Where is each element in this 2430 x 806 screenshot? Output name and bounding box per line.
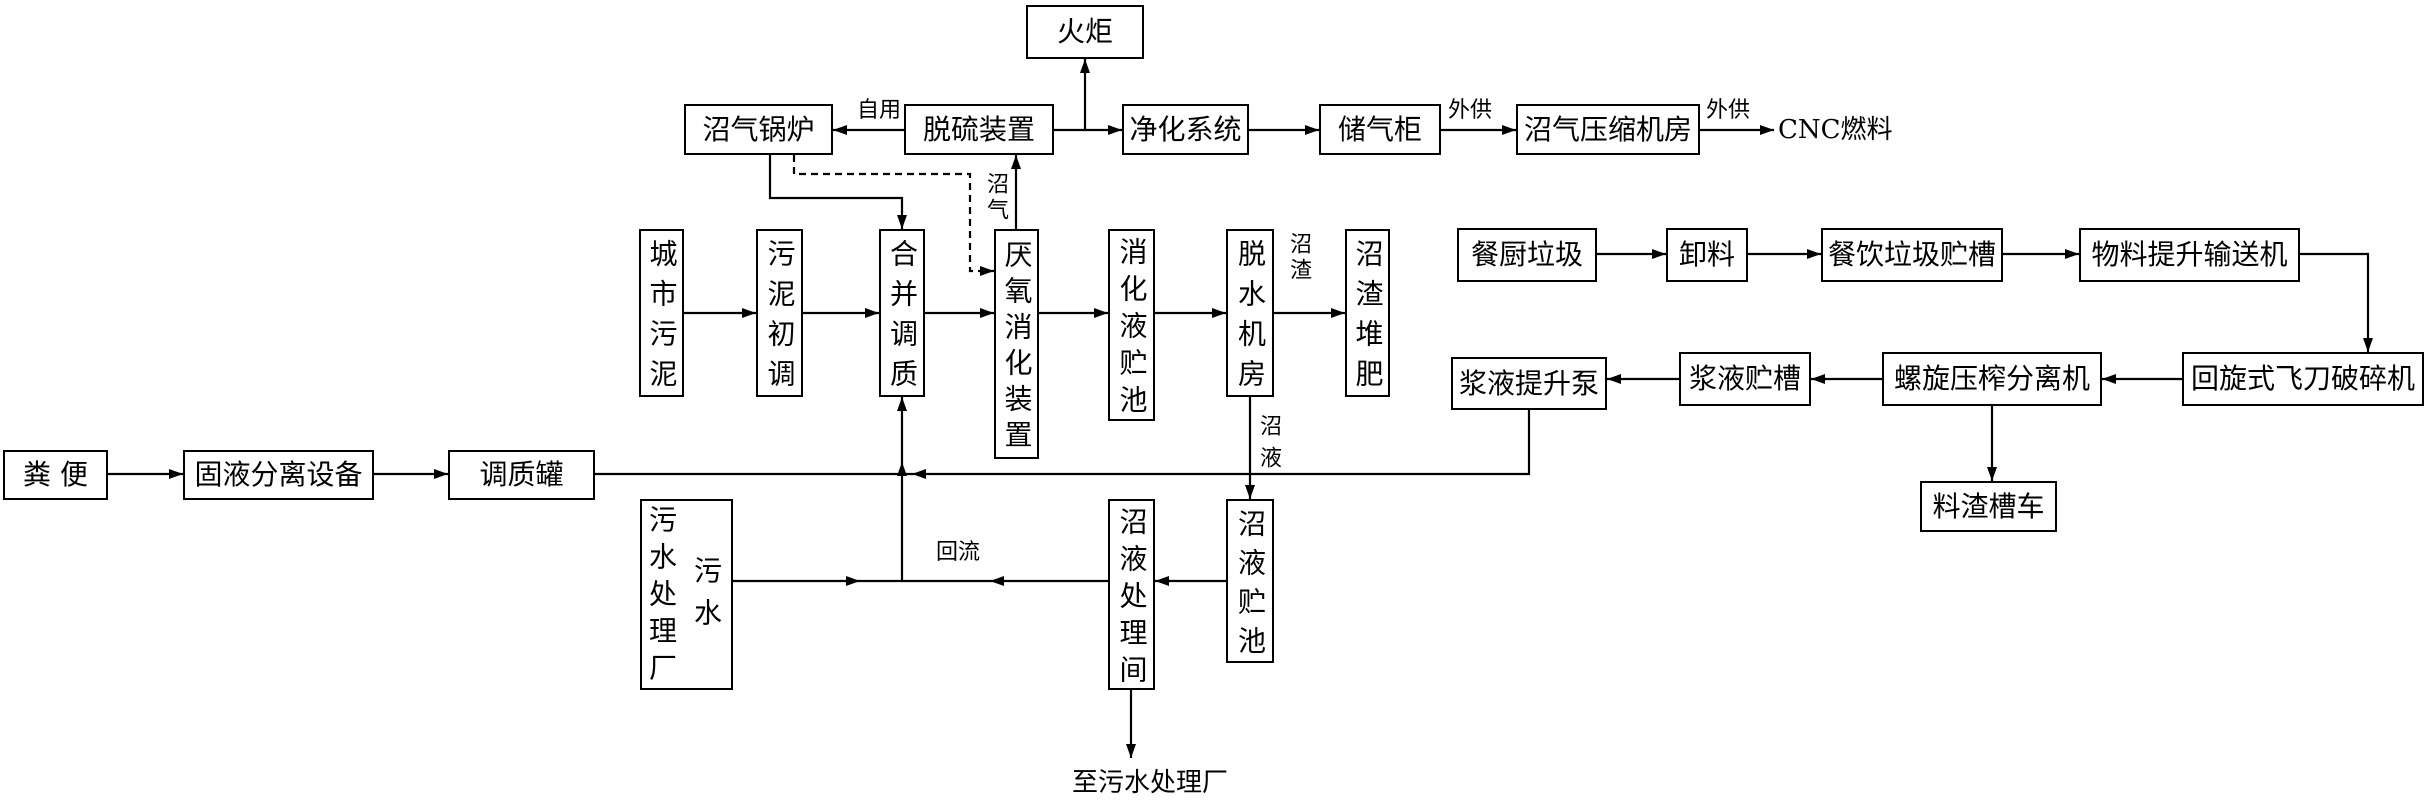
arrowhead-riser-up [897,462,907,476]
node-dewatering-room-label: 脱水机房 [1234,239,1267,399]
node-residue-compost-label: 沼渣堆肥 [1351,239,1385,399]
node-residue-truck-label: 料渣槽车 [1932,489,2045,523]
node-anaerobic-digester: 厌氧消化装置 [994,229,1039,459]
node-sludge-preconditioning: 污泥初调 [756,229,803,399]
node-pulp-tank-label: 浆液贮槽 [1688,362,1801,395]
edge-label-self-use: 自用 [857,98,902,123]
node-biogas-boiler-label: 沼气锅炉 [702,112,815,146]
node-solid-liquid-separator: 固液分离设备 [183,450,374,500]
edge-label-biogas-residue: 沼渣 [1286,232,1311,284]
node-wastewater-plant: 污水处理厂 污水 [640,499,733,690]
arrowhead-reflux-left [990,576,1004,586]
arrowhead-wastewater-right [846,576,860,586]
node-unloading-label: 卸料 [1678,238,1735,271]
node-pulp-tank: 浆液贮槽 [1679,352,1811,406]
node-residue-compost: 沼渣堆肥 [1345,229,1390,399]
node-compressor-room-label: 沼气压缩机房 [1523,112,1692,146]
node-slurry-storage: 沼液贮池 [1226,499,1274,665]
node-anaerobic-digester-label: 厌氧消化装置 [1000,240,1034,456]
node-gas-holder-label: 储气柜 [1337,112,1422,146]
edge-boiler-to-digester-dashed [792,155,994,276]
arrowhead-header-left [912,469,926,479]
node-municipal-sludge-label: 城市污泥 [645,239,679,399]
node-wastewater-plant-inner-label: 污水 [690,556,723,640]
node-food-waste-tank: 餐饮垃圾贮槽 [1821,228,2003,282]
edge-label-biogas: 沼气 [983,172,1008,224]
node-compressor-room: 沼气压缩机房 [1516,104,1700,155]
node-gas-holder: 储气柜 [1319,104,1441,155]
node-food-waste-tank-label: 餐饮垃圾贮槽 [1827,238,1996,271]
node-cng-fuel: CNC燃料 [1778,115,1893,145]
edge-conveyor-to-crusher [2300,252,2373,352]
node-feces-label: 粪 便 [23,458,88,491]
edge-label-external-supply-2: 外供 [1706,98,1751,123]
node-digestate-tank-label: 消化液贮池 [1115,237,1149,422]
node-combined-conditioning-label: 合并调质 [886,239,919,399]
node-desulfurizer: 脱硫装置 [904,104,1054,155]
node-screw-press-label: 螺旋压榨分离机 [1893,362,2090,395]
node-digestate-tank: 消化液贮池 [1108,229,1155,422]
node-lift-conveyor: 物料提升输送机 [2079,228,2300,282]
node-biogas-boiler: 沼气锅炉 [684,104,833,155]
node-conditioning-tank-label: 调质罐 [479,458,564,491]
node-slurry-storage-label: 沼液贮池 [1234,508,1267,665]
node-purification: 净化系统 [1122,104,1249,155]
node-municipal-sludge: 城市污泥 [639,229,684,399]
node-kitchen-waste-label: 餐厨垃圾 [1470,238,1583,271]
node-residue-truck: 料渣槽车 [1920,481,2057,532]
node-flying-knife-crusher: 回旋式飞刀破碎机 [2182,352,2424,406]
node-pulp-pump: 浆液提升泵 [1451,357,1607,410]
node-torch: 火炬 [1026,5,1144,59]
node-purification-label: 净化系统 [1129,112,1242,146]
node-sludge-preconditioning-label: 污泥初调 [763,239,797,399]
node-torch-label: 火炬 [1056,15,1113,48]
node-kitchen-waste: 餐厨垃圾 [1457,228,1597,282]
node-desulfurizer-label: 脱硫装置 [922,112,1035,146]
node-solid-liquid-separator-label: 固液分离设备 [194,458,363,491]
node-lift-conveyor-label: 物料提升输送机 [2091,238,2288,271]
edge-label-reflux: 回流 [936,540,981,565]
node-dewatering-room: 脱水机房 [1226,229,1274,399]
node-to-wastewater-plant: 至污水处理厂 [1072,768,1229,798]
node-conditioning-tank: 调质罐 [448,450,595,500]
edge-conditioning-tank-and-pulp-pump-header [595,410,1531,476]
edge-label-biogas-slurry: 沼液 [1256,414,1281,478]
node-flying-knife-crusher-label: 回旋式飞刀破碎机 [2190,362,2415,395]
node-slurry-treatment: 沼液处理间 [1108,499,1155,692]
node-screw-press: 螺旋压榨分离机 [1882,352,2102,406]
node-pulp-pump-label: 浆液提升泵 [1458,366,1599,400]
node-combined-conditioning: 合并调质 [879,229,925,399]
node-slurry-treatment-label: 沼液处理间 [1115,506,1149,692]
node-feces: 粪 便 [3,450,108,500]
node-wastewater-plant-label: 污水处理厂 [645,505,678,690]
node-unloading: 卸料 [1666,228,1748,282]
edge-label-external-supply-1: 外供 [1448,98,1493,123]
edge-boiler-to-combined-conditioning [768,155,907,229]
